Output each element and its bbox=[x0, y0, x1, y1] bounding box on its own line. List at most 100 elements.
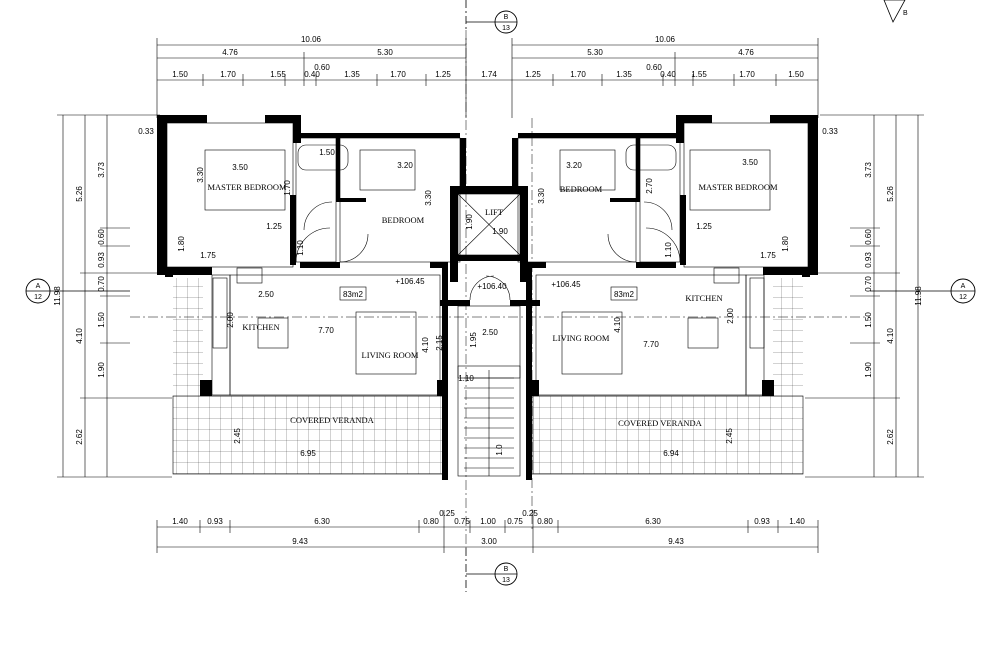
dim-veranda-height-right: 2.45 bbox=[725, 428, 734, 444]
dim-kitchen-height-right: 2.00 bbox=[726, 308, 735, 324]
dim-bottom: 6.30 bbox=[314, 517, 330, 526]
dim-side-inner: 0.70 bbox=[864, 276, 873, 292]
dim-door: 1.10 bbox=[296, 240, 305, 256]
section-a-letter: A bbox=[961, 283, 966, 290]
section-marker-a-right: A 12 bbox=[870, 278, 976, 304]
dim-bath-height: 1.70 bbox=[283, 180, 292, 196]
dim-mb-width: 3.50 bbox=[232, 163, 248, 172]
dim-top-detail: 1.70 bbox=[570, 70, 586, 79]
dim-side-inner: 0.93 bbox=[97, 252, 106, 268]
section-a-sheet: 12 bbox=[959, 294, 967, 301]
dim-bottom: 1.40 bbox=[789, 517, 805, 526]
dim-mb-height: 3.30 bbox=[196, 167, 205, 183]
dim-side-inner: 3.73 bbox=[97, 162, 106, 178]
dim-top-center: 1.74 bbox=[481, 70, 497, 79]
bottom-dimension-labels: 1.40 0.93 6.30 0.80 0.75 1.00 0.75 0.80 … bbox=[172, 509, 805, 546]
dim-top-detail: 1.25 bbox=[435, 70, 451, 79]
section-a-sheet: 12 bbox=[34, 294, 42, 301]
dim-side-outer: 5.26 bbox=[886, 186, 895, 202]
dim-side-inner: 3.73 bbox=[864, 162, 873, 178]
dim-bottom: 0.93 bbox=[207, 517, 223, 526]
dim-door-right: 1.10 bbox=[664, 242, 673, 258]
dim-top-detail: 0.40 bbox=[304, 70, 320, 79]
dim-bottom-second: 3.00 bbox=[481, 537, 497, 546]
dim-top-detail: 1.70 bbox=[220, 70, 236, 79]
dim-bottom: 0.75 bbox=[507, 517, 523, 526]
area-left: 83m2 bbox=[343, 290, 364, 299]
dim-mb-width-right: 3.50 bbox=[742, 158, 758, 167]
dim-bottom-small: 0.25 bbox=[439, 509, 455, 518]
section-b-sheet: 13 bbox=[502, 577, 510, 584]
dim-side-inner: 1.50 bbox=[864, 312, 873, 328]
room-living-right: LIVING ROOM bbox=[553, 333, 610, 343]
dim-veranda-width-right: 6.94 bbox=[663, 449, 679, 458]
dim-bottom: 0.80 bbox=[537, 517, 553, 526]
section-b-sheet: 13 bbox=[502, 25, 510, 32]
room-kitchen-right: KITCHEN bbox=[685, 293, 722, 303]
right-dimension-chains bbox=[805, 114, 924, 478]
dim-wc-width: 1.75 bbox=[200, 251, 216, 260]
dim-top-detail: 1.50 bbox=[172, 70, 188, 79]
north-mark-letter: B bbox=[903, 10, 908, 17]
dim-top-left-part: 5.30 bbox=[377, 48, 393, 57]
level-right: +106.45 bbox=[551, 280, 581, 289]
dim-hall-right: 1.25 bbox=[696, 222, 712, 231]
dim-bath-width: 1.50 bbox=[319, 148, 335, 157]
dim-side-outer: 4.10 bbox=[75, 328, 84, 344]
area-right: 83m2 bbox=[614, 290, 635, 299]
dim-bath-height-right: 2.70 bbox=[645, 178, 654, 194]
dim-side-inner: 1.90 bbox=[97, 362, 106, 378]
dim-side-inner: 0.93 bbox=[864, 252, 873, 268]
room-veranda-right: COVERED VERANDA bbox=[618, 418, 703, 428]
section-b-letter: B bbox=[504, 14, 509, 21]
dim-top-detail: 1.35 bbox=[616, 70, 632, 79]
section-b-letter: B bbox=[504, 566, 509, 573]
dim-living-width: 7.70 bbox=[318, 326, 334, 335]
dim-top-left-part: 4.76 bbox=[222, 48, 238, 57]
dim-hall: 1.25 bbox=[266, 222, 282, 231]
walls bbox=[157, 115, 818, 480]
dim-lift-height: 1.90 bbox=[465, 214, 474, 230]
dim-bottom-second: 9.43 bbox=[292, 537, 308, 546]
dim-bed-width: 3.20 bbox=[397, 161, 413, 170]
interior-lines bbox=[166, 122, 809, 477]
dim-top-detail: 1.25 bbox=[525, 70, 541, 79]
room-lift: LIFT bbox=[485, 207, 504, 217]
top-dimension-labels: 10.06 10.06 4.76 5.30 5.30 4.76 0.60 0.6… bbox=[172, 35, 804, 79]
section-marker-b-top: B 13 bbox=[465, 0, 518, 34]
dim-lift-width: 1.90 bbox=[492, 227, 508, 236]
dim-bottom: 1.40 bbox=[172, 517, 188, 526]
dim-wc-height-right: 1.80 bbox=[781, 236, 790, 252]
dim-side-inner: 1.90 bbox=[864, 362, 873, 378]
top-dimension-chains bbox=[156, 38, 819, 118]
dim-bed-width-right: 3.20 bbox=[566, 161, 582, 170]
dim-bottom: 0.93 bbox=[754, 517, 770, 526]
dim-bottom: 6.30 bbox=[645, 517, 661, 526]
dim-top-total-right: 10.06 bbox=[655, 35, 676, 44]
dim-top-detail: 1.55 bbox=[691, 70, 707, 79]
dim-living-height: 4.10 bbox=[421, 337, 430, 353]
dim-wc-width-right: 1.75 bbox=[760, 251, 776, 260]
interior-dimensions: 3.50 3.30 1.50 1.70 3.20 3.30 1.90 1.90 … bbox=[177, 148, 790, 458]
room-master-bedroom-right: MASTER BEDROOM bbox=[698, 182, 778, 192]
dim-side-inner: 0.60 bbox=[864, 229, 873, 245]
room-living-left: LIVING ROOM bbox=[362, 350, 419, 360]
dim-top-right-part: 5.30 bbox=[587, 48, 603, 57]
dim-bottom-second: 9.43 bbox=[668, 537, 684, 546]
north-mark: B bbox=[883, 0, 908, 23]
dim-top-detail: 1.70 bbox=[739, 70, 755, 79]
room-bedroom-left: BEDROOM bbox=[382, 215, 425, 225]
veranda-hatch bbox=[172, 278, 804, 475]
dim-side-total: 11.98 bbox=[914, 286, 923, 306]
dim-living-width-right: 7.70 bbox=[643, 340, 659, 349]
dim-top-detail: 1.50 bbox=[788, 70, 804, 79]
dim-veranda-width-left: 6.95 bbox=[300, 449, 316, 458]
dim-top-right-part: 4.76 bbox=[738, 48, 754, 57]
dim-bottom: 0.75 bbox=[454, 517, 470, 526]
area-level-tags: 83m2 83m2 +106.45 +106.40 +106.45 bbox=[339, 277, 638, 301]
side-dimension-labels: 11.98 5.26 4.10 2.62 3.73 0.60 0.93 0.70… bbox=[53, 127, 923, 445]
level-left: +106.45 bbox=[395, 277, 425, 286]
dim-kitchen-height: 2.00 bbox=[226, 312, 235, 328]
dim-corner-right: 0.33 bbox=[822, 127, 838, 136]
